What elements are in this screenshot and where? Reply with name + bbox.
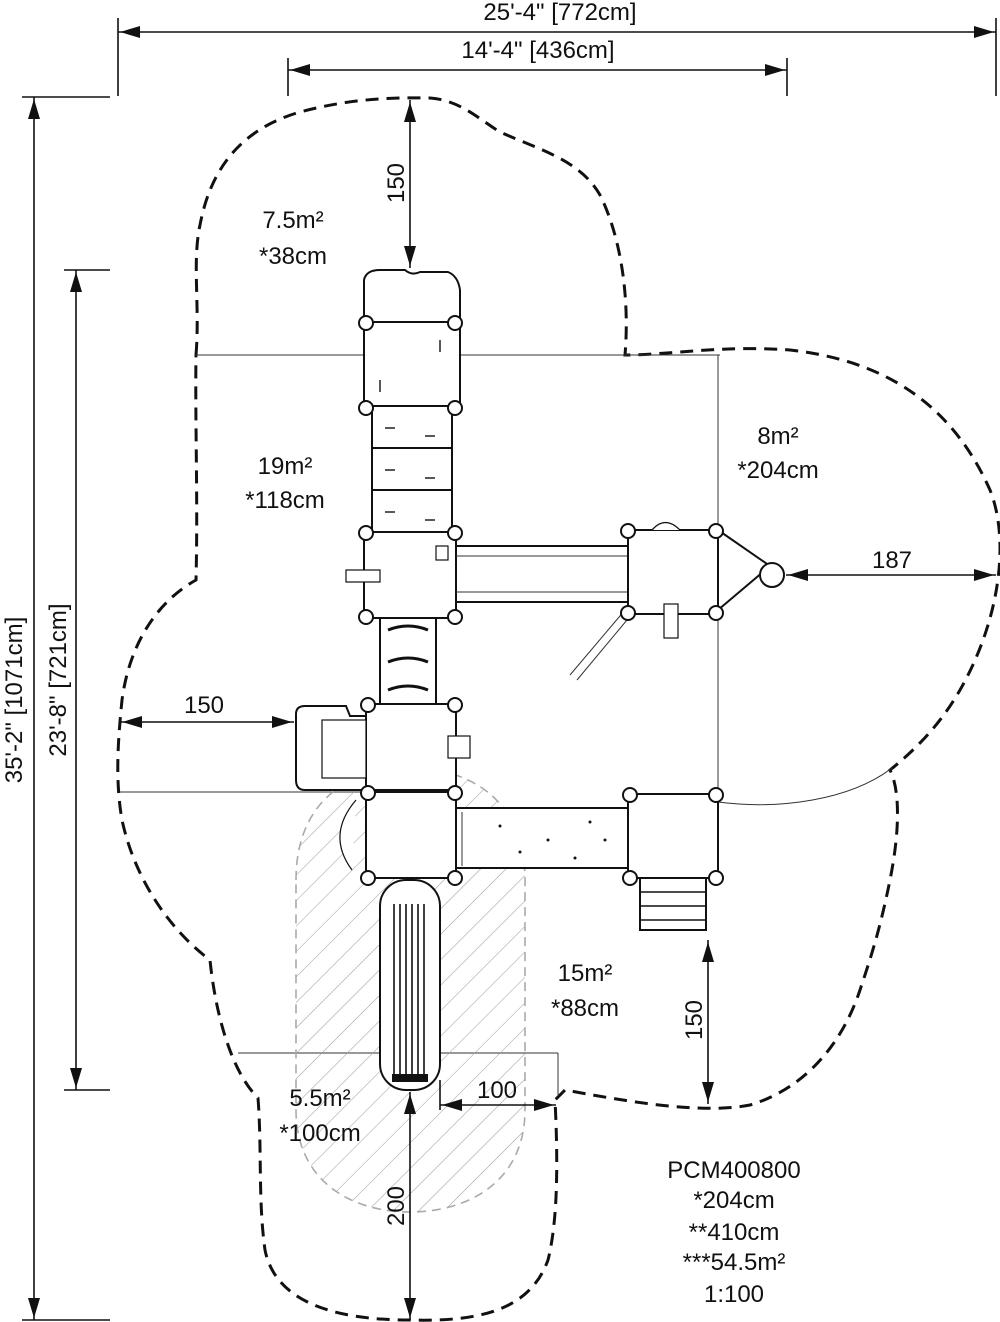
zone-label-left: 19m² *118cm (245, 453, 325, 514)
zone-label-bottom: 5.5m² *100cm (279, 1085, 360, 1147)
tower-2-panel (447, 735, 471, 759)
tower-3-arc (339, 799, 357, 871)
upper-deck-3 (371, 489, 453, 533)
product-height-1: *204cm (693, 1187, 774, 1214)
tower-1-panel (345, 569, 381, 583)
tower-3 (365, 791, 457, 879)
top-clearance-dimension: 150 (383, 100, 416, 268)
tower-right-top-detail (651, 521, 681, 531)
overall-height-label: 35'-2" [1071cm] (1, 617, 28, 784)
side-panel-inner (321, 719, 367, 779)
net-ring (759, 562, 785, 588)
slide-exit-clearance-label: 200 (383, 1186, 410, 1226)
zone-area: 19m² (258, 453, 313, 480)
zone-depth: *88cm (551, 995, 619, 1022)
top-roof (363, 269, 461, 323)
zone-area: 5.5m² (289, 1085, 350, 1112)
zone-depth: *118cm (245, 487, 325, 514)
left-clearance-label: 150 (184, 692, 224, 719)
slide-side-clearance-label: 100 (477, 1077, 517, 1104)
top-clearance-label: 150 (383, 163, 410, 203)
bottom-right-clearance-label: 150 (681, 1000, 708, 1040)
tower-4 (627, 793, 719, 879)
tower-1-step (435, 545, 449, 561)
bridge-right (455, 545, 629, 603)
posts (358, 315, 724, 886)
slide-exit-clearance-dimension: 200 (383, 1092, 416, 1320)
zone-area: 7.5m² (262, 207, 323, 234)
product-height-2: **410cm (689, 1219, 780, 1246)
tower-right-panel (663, 603, 679, 639)
overall-width-label: 25'-4" [772cm] (483, 0, 636, 26)
zone-area: 15m² (558, 960, 613, 987)
zone-depth: *38cm (259, 243, 327, 270)
product-area: ***54.5m² (683, 1249, 786, 1276)
inner-width-label: 14'-4" [436cm] (461, 37, 614, 64)
zone-label-top: 7.5m² *38cm (259, 207, 327, 270)
zone-depth: *100cm (279, 1120, 360, 1147)
bottom-right-clearance-dimension: 150 (681, 940, 714, 1104)
slide-side-clearance-dimension: 100 (439, 1077, 556, 1111)
safety-zone-boundary (116, 96, 1000, 1322)
upper-deck-2 (371, 447, 453, 491)
upper-deck-1 (371, 405, 453, 449)
tower-2 (365, 703, 457, 791)
inner-width-dimension: 14'-4" [436cm] (287, 37, 788, 96)
play-structure (295, 269, 785, 1091)
product-info: PCM400800 *204cm **410cm ***54.5m² 1:100 (667, 1157, 800, 1308)
tower-right (627, 529, 719, 615)
inner-height-label: 23'-8" [721cm] (45, 603, 72, 756)
zone-area: 8m² (757, 423, 798, 450)
right-clearance-dimension: 187 (786, 547, 996, 581)
zone-label-bottom-right: 15m² *88cm (551, 960, 619, 1022)
inner-height-dimension: 23'-8" [721cm] (45, 269, 110, 1091)
right-clearance-label: 187 (872, 547, 912, 574)
net-climber (717, 528, 772, 613)
zone-depth: *204cm (737, 457, 818, 484)
slide (379, 879, 441, 1091)
tunnel-bridge (455, 807, 629, 869)
zone-label-right: 8m² *204cm (737, 423, 818, 484)
overall-height-dimension: 35'-2" [1071cm] (1, 96, 110, 1321)
overall-width-dimension: 25'-4" [772cm] (117, 0, 997, 96)
access-steps (639, 877, 707, 931)
product-code: PCM400800 (667, 1157, 800, 1184)
top-platform (363, 321, 461, 407)
left-clearance-dimension: 150 (120, 692, 294, 728)
product-scale: 1:100 (704, 1281, 764, 1308)
